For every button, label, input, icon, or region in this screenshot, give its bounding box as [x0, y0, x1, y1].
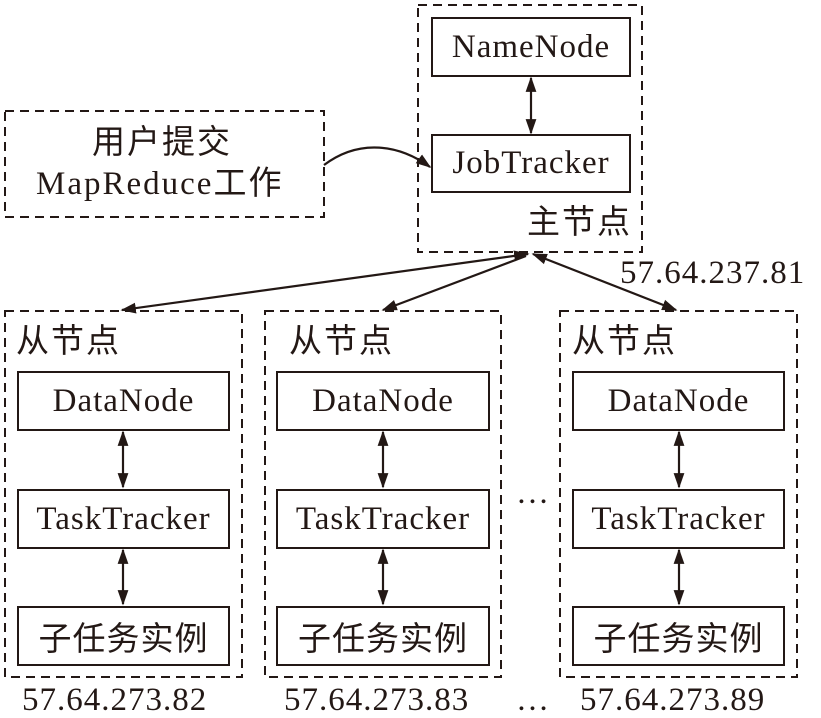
ellipsis-bottom: … — [516, 682, 550, 718]
submit-arrow — [323, 146, 432, 168]
slave3-datanode-box: DataNode — [572, 371, 785, 431]
slave3-tasktracker-box: TaskTracker — [572, 489, 785, 549]
user-submit-line1: 用户提交 — [92, 125, 232, 161]
slave-node-container-2 — [264, 310, 502, 678]
slave-node-label-3: 从节点 — [572, 324, 677, 360]
slave2-tasktracker-box: TaskTracker — [276, 489, 490, 549]
slave-node-ip-3: 57.64.273.89 — [580, 682, 766, 718]
slave1-tasktracker-box: TaskTracker — [17, 489, 230, 549]
namenode-box: NameNode — [431, 17, 631, 77]
slave2-datanode-box: DataNode — [276, 371, 490, 431]
slave-node-label-2: 从节点 — [289, 324, 394, 360]
slave-node-ip-2: 57.64.273.83 — [284, 682, 470, 718]
master-slave1-arrow — [120, 250, 530, 314]
master-slave2-arrow — [381, 254, 527, 312]
slave-node-ip-1: 57.64.273.82 — [22, 682, 208, 718]
master-slave3-arrow — [531, 252, 678, 312]
slave-node-container-3 — [559, 310, 798, 678]
master-node-label: 主节点 — [527, 205, 632, 241]
master-node-container — [417, 4, 643, 253]
slave1-datanode-box: DataNode — [17, 371, 230, 431]
slave1-subtask-box: 子任务实例 — [17, 606, 230, 666]
jobtracker-box: JobTracker — [431, 134, 631, 193]
slave-node-label-1: 从节点 — [16, 324, 121, 360]
ellipsis-middle: … — [516, 475, 550, 511]
user-submit-line2: MapReduce工作 — [36, 166, 284, 202]
slave2-subtask-box: 子任务实例 — [276, 606, 490, 666]
master-node-ip: 57.64.237.81 — [620, 255, 806, 291]
user-submit-container — [4, 110, 325, 218]
slave3-subtask-box: 子任务实例 — [572, 606, 785, 666]
slave-node-container-1 — [4, 310, 243, 678]
